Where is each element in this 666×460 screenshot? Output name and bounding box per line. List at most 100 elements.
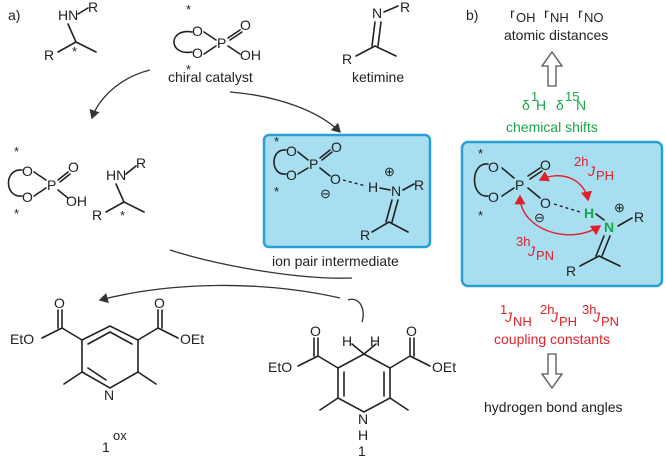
catalyst-star-top: * [186, 2, 191, 17]
dist-sub-oh: OH [516, 10, 536, 25]
b-minus: ⊖ [534, 210, 545, 225]
up-arrow-icon [540, 50, 564, 87]
h-bond-complex-box: * * O O P O O ⊖ H N ⊕ R R 2h J PH 3h J P… [460, 140, 664, 288]
catalyst-left-p: P [47, 177, 56, 193]
dist-r1: r [510, 5, 515, 21]
ip-p: P [309, 156, 318, 172]
hz-compound-number: 1 [358, 443, 366, 459]
cc-j-1: J [504, 309, 513, 325]
j-pn-arrow [514, 194, 602, 236]
coupling-constants: 1 J NH 2h J PH 3h J PN coupling constant… [494, 302, 619, 347]
cycle-arrow-left [89, 69, 151, 120]
dist-r3: r [578, 5, 583, 21]
ketimine: N R R ketimine [342, 0, 410, 85]
amine-r-top: R [88, 0, 98, 15]
catalyst-o-double: O [240, 17, 251, 33]
panel-b-label: b) [466, 7, 478, 23]
hz-nh-h: H [358, 427, 368, 443]
coupling-constants-label: coupling constants [494, 331, 610, 347]
cc-sub-ph: PH [559, 314, 577, 329]
b-o-double: O [540, 157, 551, 173]
hz-o1: O [310, 323, 321, 339]
catalyst-o1: O [192, 23, 203, 39]
hantzsch-ester: H H O O EtO OEt N H 1 [268, 323, 456, 459]
b-p: P [515, 177, 524, 193]
ox-compound-number: 1 [102, 439, 110, 455]
ip-o2: O [286, 167, 297, 183]
b-o-neg: O [540, 195, 551, 211]
shift-delta-2: δ [556, 97, 564, 113]
catalyst-left-o-double: O [68, 159, 79, 175]
catalyst-oh: OH [240, 47, 261, 63]
j-ph-j: J [587, 163, 596, 179]
ip-star-bot: * [274, 184, 279, 199]
ion-pair-intermediate: * * O O P O O ⊖ H N ⊕ R R ion pair inter… [262, 133, 432, 269]
atomic-distances: r OH r NH r NO atomic distances [504, 5, 608, 43]
ip-r-c: R [360, 227, 370, 243]
amine-left: HN R R * [92, 155, 146, 223]
cc-j-2: J [550, 309, 559, 325]
cc-sub-pn: PN [601, 314, 619, 329]
dist-sub-no: NO [584, 10, 604, 25]
ox-compound-sup: ox [113, 428, 127, 443]
b-r-n: R [634, 209, 644, 225]
dist-sub-nh: NH [550, 10, 569, 25]
shift-delta-1: δ [522, 97, 530, 113]
ox-o1: O [54, 295, 65, 311]
ip-n: N [391, 183, 401, 199]
cc-sub-nh: NH [513, 314, 532, 329]
panel-a-label: a) [8, 7, 20, 23]
j-pn-sub: PN [536, 248, 554, 263]
ip-o1: O [286, 143, 297, 159]
catalyst-left-o2: O [22, 189, 33, 205]
catalyst-left-star-top: * [14, 144, 19, 159]
shift-n: N [576, 97, 586, 113]
amine-left-r-left: R [92, 207, 102, 223]
hz-eto: EtO [268, 359, 292, 375]
b-o2: O [488, 189, 499, 205]
amine-hn-label: HN [58, 7, 78, 23]
b-o1: O [488, 159, 499, 175]
catalyst-left: * * O O P O OH [7, 144, 87, 221]
ox-oet: OEt [180, 331, 204, 347]
ion-pair-box [262, 133, 432, 249]
cycle-arrow-bottom [169, 249, 353, 279]
ip-minus: ⊖ [320, 186, 331, 201]
ip-h: H [368, 179, 378, 195]
hydrogen-bond-angles-label: hydrogen bond angles [484, 399, 623, 415]
chemical-shifts-label: chemical shifts [506, 119, 598, 135]
b-r-c: R [566, 263, 576, 279]
hz-h2: H [370, 333, 380, 349]
ion-pair-label: ion pair intermediate [272, 253, 399, 269]
shift-sup-15: 15 [565, 89, 579, 104]
shift-h: H [536, 97, 546, 113]
cc-j-3: J [592, 309, 601, 325]
amine-left-r-top: R [136, 155, 146, 171]
ketimine-r-top: R [400, 0, 410, 15]
catalyst-o2: O [192, 45, 203, 61]
b-h: H [584, 205, 594, 221]
catalyst-left-oh: OH [66, 193, 87, 209]
cc-pre-3h: 3h [582, 302, 596, 317]
catalyst-p: P [217, 35, 226, 51]
hantzsch-arrow-tail [347, 298, 364, 323]
ip-o-neg: O [330, 171, 341, 187]
b-n: N [604, 219, 614, 235]
product-amine-top: HN R R * [44, 0, 98, 63]
ketimine-r-left: R [342, 51, 352, 67]
ox-eto: EtO [10, 331, 34, 347]
hantzsch-arrow [98, 284, 341, 304]
hz-oet: OEt [432, 359, 456, 375]
ketimine-label: ketimine [352, 69, 404, 85]
amine-left-hn: HN [106, 167, 126, 183]
atomic-distances-label: atomic distances [504, 27, 608, 43]
dist-r2: r [544, 5, 549, 21]
ip-plus: ⊕ [384, 164, 395, 179]
catalyst-star-bot: * [186, 62, 191, 77]
chiral-catalyst-top: * * O O P O OH chiral catalyst [168, 2, 261, 85]
cc-pre-2h: 2h [540, 302, 554, 317]
j-pn-pre: 3h [516, 234, 530, 249]
ox-n: N [104, 387, 114, 403]
amine-star: * [72, 44, 77, 59]
